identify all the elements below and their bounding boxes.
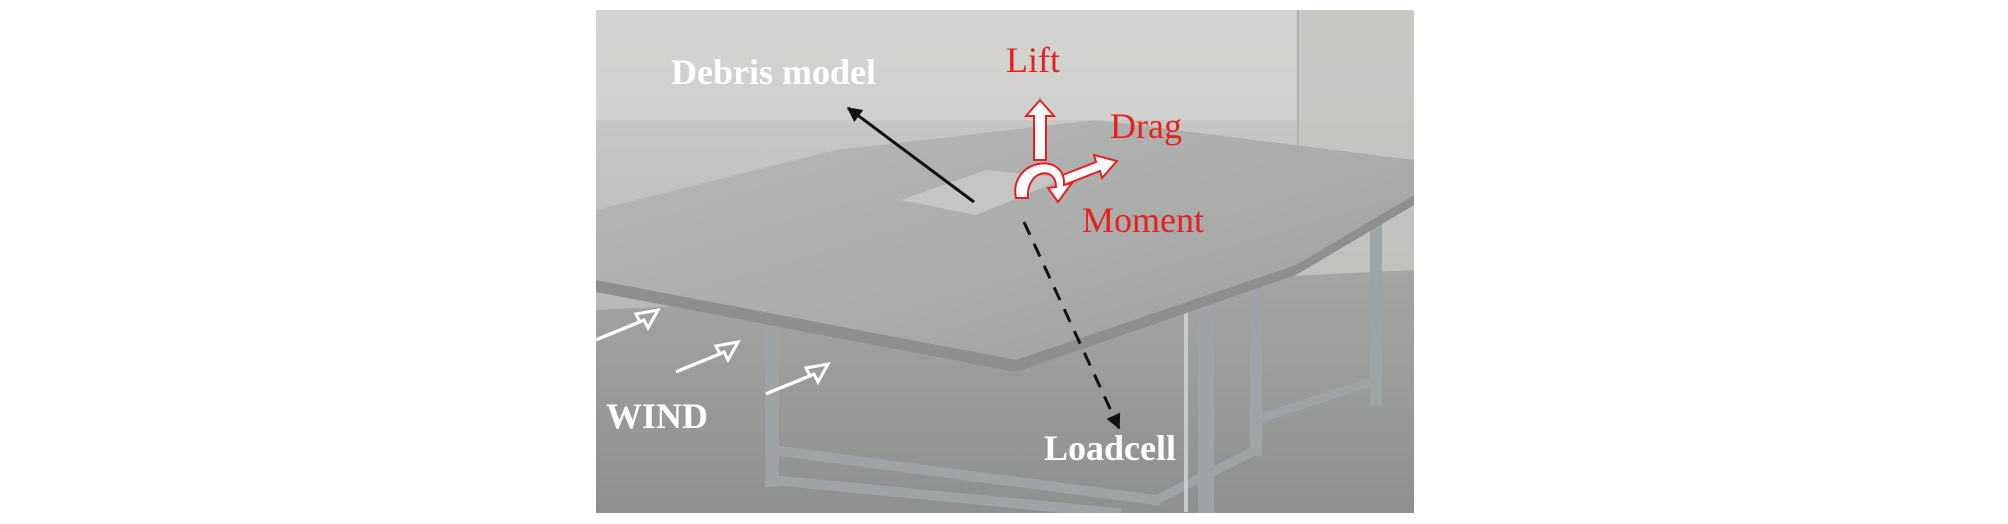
lift-arrow bbox=[1023, 98, 1057, 161]
moment-label: Moment bbox=[1082, 200, 1204, 240]
drag-label: Drag bbox=[1110, 106, 1182, 146]
debris-plate bbox=[596, 120, 1414, 360]
photo-canvas: Debris model Loadcell WIND Lift Drag Mom… bbox=[596, 10, 1414, 513]
lift-label: Lift bbox=[1006, 40, 1060, 80]
tunnel-wall-upper bbox=[596, 10, 1414, 120]
wind-tunnel-photo: Debris model Loadcell WIND Lift Drag Mom… bbox=[596, 10, 1414, 513]
loadcell-pointer bbox=[1022, 221, 1121, 430]
loadcell-label: Loadcell bbox=[1044, 428, 1176, 468]
wind-arrow bbox=[765, 361, 831, 396]
debris-model-label: Debris model bbox=[671, 52, 876, 92]
wind-arrows bbox=[596, 307, 831, 396]
wind-arrow bbox=[596, 307, 661, 342]
support-frame bbox=[765, 194, 1382, 513]
debris-model-pointer bbox=[846, 106, 975, 204]
wind-arrow bbox=[675, 339, 741, 374]
wind-label: WIND bbox=[606, 396, 708, 436]
debris-plate-edge bbox=[596, 195, 1414, 372]
force-indicator bbox=[1014, 98, 1119, 204]
moment-arrow bbox=[1014, 162, 1075, 204]
